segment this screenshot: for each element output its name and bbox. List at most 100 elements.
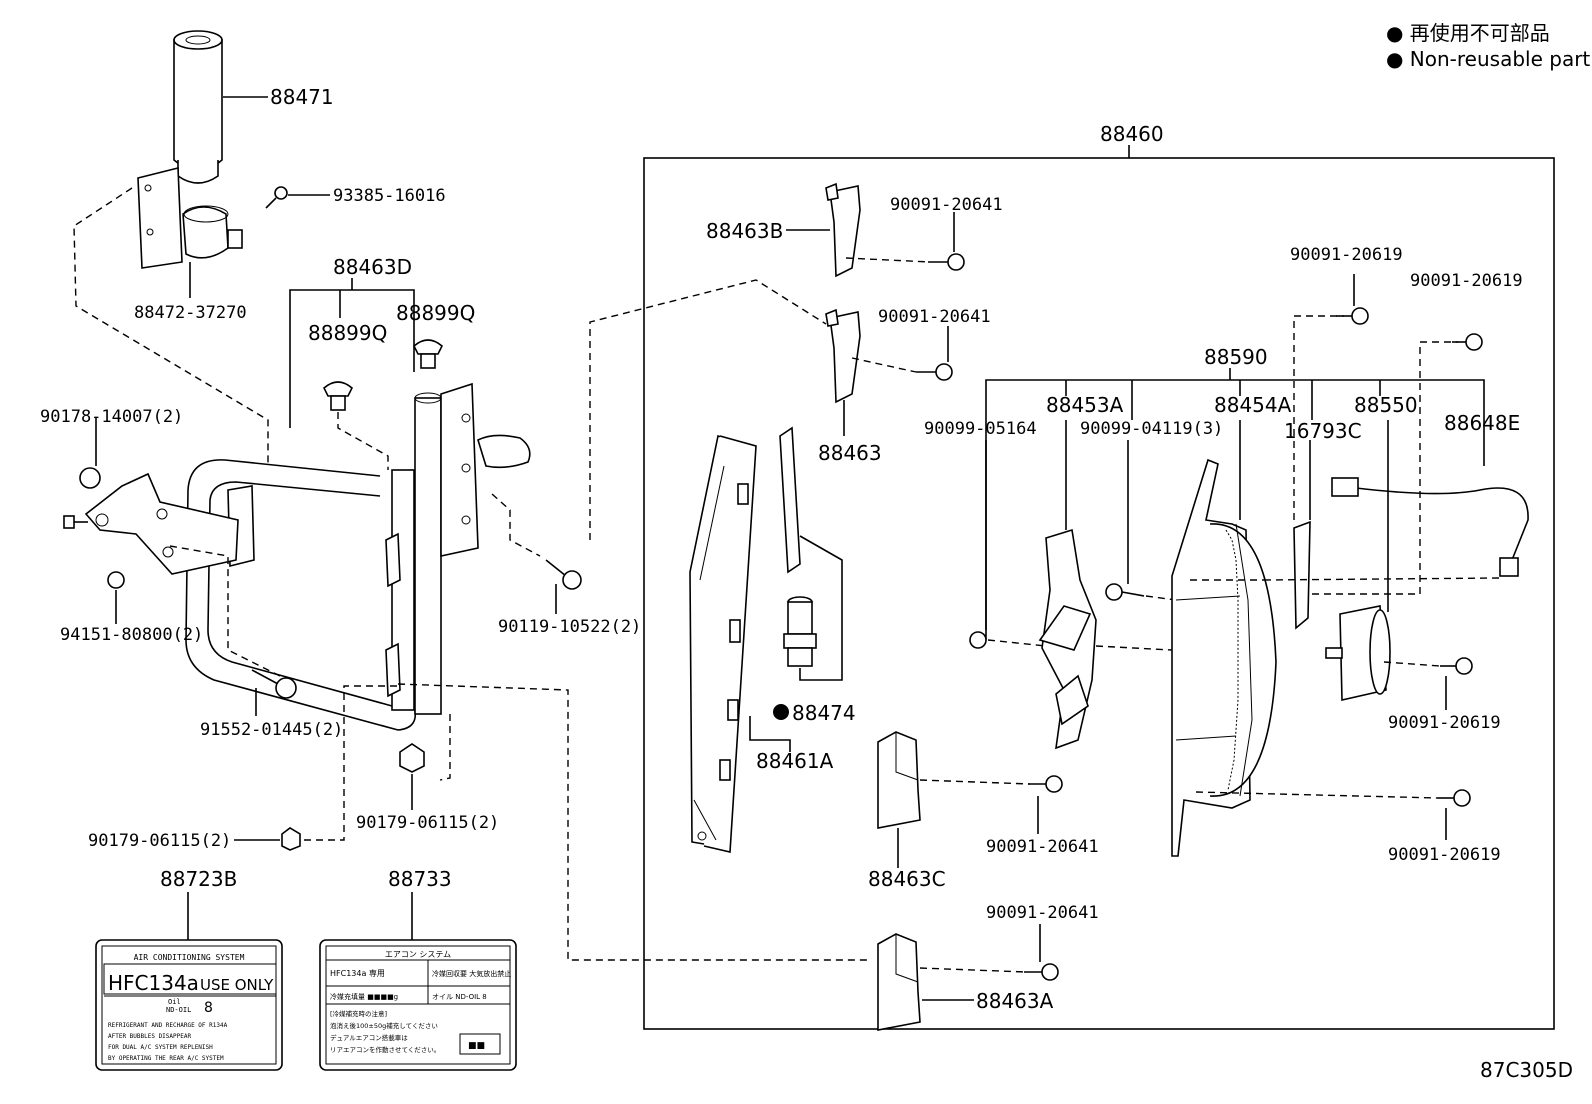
callout-90099-04119[interactable]: 90099-04119(3)	[1080, 419, 1223, 439]
callout-88474[interactable]: 88474	[792, 701, 856, 725]
assembly-88460-frame	[643, 157, 1555, 1030]
nut-90179-center-part	[399, 743, 425, 773]
label-88723B-note3: FOR DUAL A/C SYSTEM REPLENISH	[108, 1044, 213, 1051]
callout-88648E[interactable]: 88648E	[1444, 411, 1520, 435]
callout-90091-20641-third[interactable]: 90091-20641	[986, 837, 1099, 857]
bolt-90099-04119-part	[1105, 583, 1145, 601]
callout-88899Q-right[interactable]: 88899Q	[396, 301, 475, 325]
label-88723B-oil-label: Oil	[168, 998, 181, 1006]
bolt-90091-20619-c	[1440, 657, 1473, 675]
label-88733-note2: 泡消え後100±50g補充してください	[330, 1021, 438, 1030]
callout-90178-14007[interactable]: 90178-14007(2)	[40, 407, 183, 427]
legend-non-reusable-en: ● Non-reusable part	[1386, 47, 1590, 71]
fan-shroud-part	[1171, 458, 1277, 857]
bolt-90091-20619-a	[1336, 307, 1369, 325]
diagram-code: 87C305D	[1480, 1058, 1573, 1082]
label-88733-note1: [冷媒補充時の注意]	[330, 1009, 387, 1018]
callout-90091-20619-a[interactable]: 90091-20619	[1290, 245, 1403, 265]
nut-90178-part	[79, 467, 101, 489]
callout-88463[interactable]: 88463	[818, 441, 882, 465]
bolt-90091-20641-bottom	[1024, 963, 1059, 981]
callout-88461A[interactable]: 88461A	[756, 749, 834, 773]
label-88723B-refrigerant: HFC134a	[108, 971, 199, 995]
label-88733-box: ■■	[468, 1041, 485, 1051]
nut-94151-part	[107, 571, 125, 589]
grommet-88899Q-left	[323, 381, 353, 411]
wire-harness-part	[1331, 477, 1529, 577]
callout-88454A[interactable]: 88454A	[1214, 393, 1292, 417]
label-88723B-use-only: USE ONLY	[200, 976, 274, 994]
legend-non-reusable-jp: ● 再使用不可部品	[1386, 21, 1550, 45]
bolt-90119-part	[545, 559, 582, 590]
callout-94151-80800[interactable]: 94151-80800(2)	[60, 625, 203, 645]
label-88723B-header: AIR CONDITIONING SYSTEM	[134, 953, 245, 962]
callout-90179-06115-center[interactable]: 90179-06115(2)	[356, 813, 499, 833]
callout-90091-20619-d[interactable]: 90091-20619	[1388, 845, 1501, 865]
label-88723B-note2: AFTER BUBBLES DISAPPEAR	[108, 1033, 191, 1040]
callout-90091-20619-b[interactable]: 90091-20619	[1410, 271, 1523, 291]
callout-90091-20641-top[interactable]: 90091-20641	[890, 195, 1003, 215]
bolt-90091-20619-d	[1438, 789, 1471, 807]
condenser-side-bracket	[84, 472, 255, 575]
bolt-90091-20619-b	[1452, 333, 1483, 351]
label-88733-oil: オイル ND-OIL 8	[432, 993, 487, 1001]
bracket-88463C-part	[877, 731, 921, 829]
bolt-91552-part	[251, 669, 297, 699]
bolt-90091-20641-third	[1028, 775, 1063, 793]
callout-16793C[interactable]: 16793C	[1284, 419, 1362, 443]
fan-motor-part	[1325, 605, 1391, 701]
label-88733-title: エアコン システム	[385, 950, 451, 959]
bolt-left-part	[63, 515, 88, 529]
filter-element-part	[779, 426, 801, 574]
callout-88550[interactable]: 88550	[1354, 393, 1418, 417]
callout-88463B[interactable]: 88463B	[706, 219, 783, 243]
callout-88471[interactable]: 88471	[270, 85, 334, 109]
label-88733-refrigerant: HFC134a 専用	[330, 968, 385, 978]
bolt-90091-20641-second	[916, 363, 953, 381]
callout-90099-05164[interactable]: 90099-05164	[924, 419, 1037, 439]
nut-90099-05164-part	[969, 631, 987, 649]
callout-88733[interactable]: 88733	[388, 867, 452, 891]
callout-88453A[interactable]: 88453A	[1046, 393, 1124, 417]
label-88733-recovery: 冷媒回収要 大気放出禁止	[432, 969, 511, 978]
label-88723B-sticker: AIR CONDITIONING SYSTEM HFC134a USE ONLY…	[95, 939, 283, 1071]
callout-88590[interactable]: 88590	[1204, 345, 1268, 369]
bracket-88463-part	[825, 308, 861, 404]
callout-88460[interactable]: 88460	[1100, 122, 1164, 146]
callout-90179-06115-bottom[interactable]: 90179-06115(2)	[88, 831, 231, 851]
callout-91552-01445[interactable]: 91552-01445(2)	[200, 720, 343, 740]
callout-90091-20619-c[interactable]: 90091-20619	[1388, 713, 1501, 733]
bracket-88463A-part	[877, 933, 921, 1031]
label-88733-sticker: エアコン システム HFC134a 専用 冷媒回収要 大気放出禁止 冷媒充填量 …	[319, 939, 517, 1071]
fan-blade-part	[1038, 528, 1097, 750]
receiver-drier-part	[173, 30, 223, 184]
callout-88463C[interactable]: 88463C	[868, 867, 946, 891]
bracket-88463B-part	[825, 182, 861, 278]
nut-90179-bottom-part	[281, 827, 301, 851]
label-88733-charge: 冷媒充填量 ■■■■g	[330, 992, 398, 1001]
bolt-93385-part	[265, 186, 288, 209]
label-88723B-oil-type: ND-OIL	[166, 1006, 191, 1014]
callout-93385-16016[interactable]: 93385-16016	[333, 186, 446, 206]
label-88723B-oil-num: 8	[204, 1000, 213, 1016]
callout-88472-37270[interactable]: 88472-37270	[134, 303, 247, 323]
callout-90091-20641-bottom[interactable]: 90091-20641	[986, 903, 1099, 923]
callout-90091-20641-second[interactable]: 90091-20641	[878, 307, 991, 327]
callout-88723B[interactable]: 88723B	[160, 867, 237, 891]
callout-88899Q-left[interactable]: 88899Q	[308, 321, 387, 345]
condenser-core-part	[689, 434, 757, 853]
callout-90119-10522[interactable]: 90119-10522(2)	[498, 617, 641, 637]
label-88733-note3: デュアルエアコン搭載車は	[330, 1033, 408, 1042]
callout-88463A[interactable]: 88463A	[976, 989, 1054, 1013]
plug-88474-part	[783, 596, 817, 667]
bolt-90091-20641-top	[928, 253, 965, 271]
label-88723B-note4: BY OPERATING THE REAR A/C SYSTEM	[108, 1055, 224, 1062]
label-88733-note4: リアエアコンを作動させてください。	[330, 1045, 440, 1054]
callout-88463D[interactable]: 88463D	[333, 255, 412, 279]
shroud-panel-16793C-part	[1293, 520, 1311, 630]
label-88723B-note1: REFRIGERANT AND RECHARGE OF R134A	[108, 1022, 228, 1029]
grommet-88899Q-right	[413, 339, 443, 369]
drier-bracket-part	[137, 166, 243, 269]
